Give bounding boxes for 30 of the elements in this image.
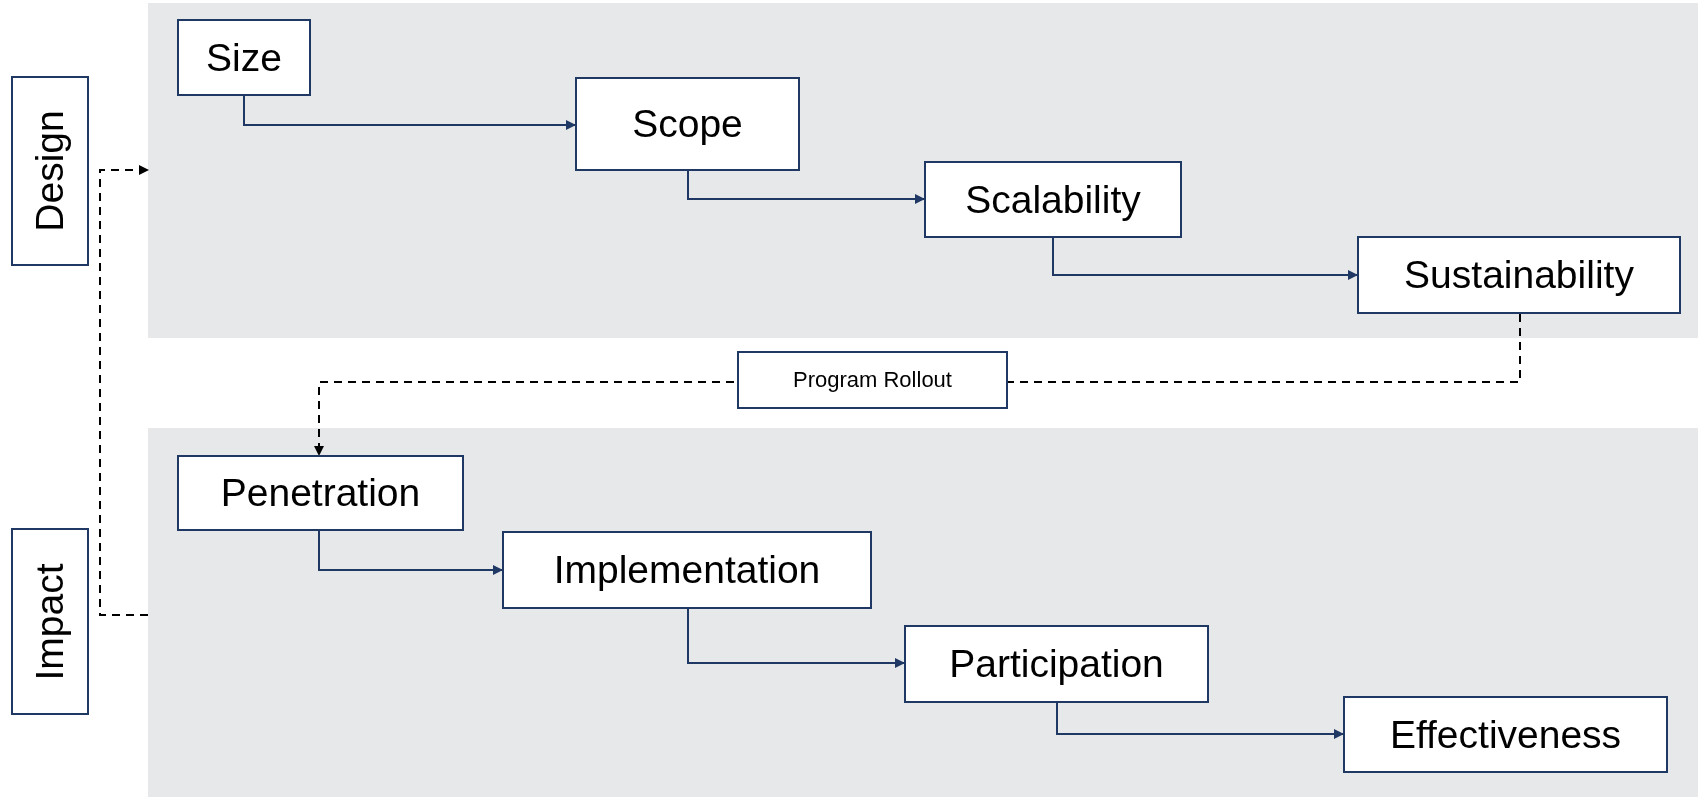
step-box: [1343, 696, 1668, 773]
phase-label: Impact: [28, 563, 72, 680]
step-label: Sustainability: [1404, 253, 1634, 297]
step-label: Scalability: [965, 177, 1141, 222]
step-box: [177, 19, 311, 96]
step-box: [924, 161, 1182, 238]
step-box: [502, 531, 872, 609]
step-label: Effectiveness: [1389, 712, 1622, 757]
step-box: [177, 455, 464, 531]
step-box: [904, 625, 1209, 703]
step-box: [575, 77, 800, 171]
connector-arrow: [687, 608, 905, 668]
connector-arrow: [243, 95, 576, 130]
step-box: [1357, 236, 1681, 314]
step-label: Participation: [949, 642, 1164, 686]
stage-band: [148, 428, 1698, 797]
phase-label: Design: [28, 110, 72, 232]
edge-label: Program Rollout: [737, 351, 1008, 409]
connector-arrow: [318, 530, 503, 575]
connector-arrow: [99, 165, 149, 616]
connector-arrow: [1052, 237, 1358, 280]
step-label: Implementation: [553, 548, 821, 592]
phase-label-box: [11, 528, 89, 715]
phase-label-box: [11, 76, 89, 266]
step-label: Scope: [632, 102, 743, 146]
step-label: Size: [206, 35, 282, 80]
step-label: Penetration: [220, 471, 421, 515]
connector-arrow: [687, 170, 925, 204]
connector-arrow: [1056, 702, 1344, 739]
stage-band: [148, 3, 1698, 338]
